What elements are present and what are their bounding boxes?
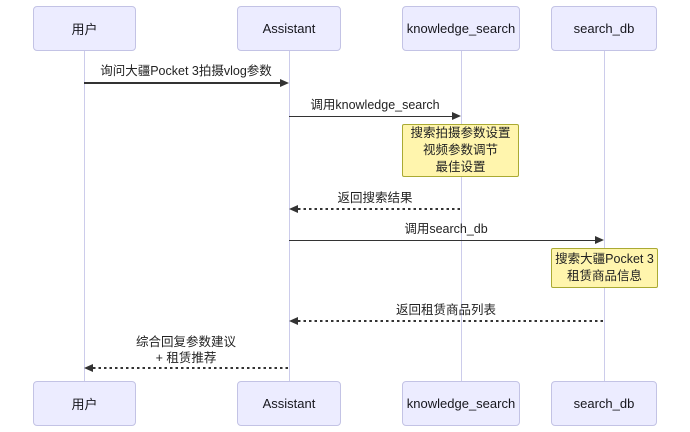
message-line	[289, 239, 595, 241]
message-label-line: + 租赁推荐	[155, 351, 217, 365]
actor-knowledge-search-top: knowledge_search	[402, 6, 520, 51]
message-label: 返回搜索结果	[337, 191, 413, 205]
note-knowledge-search: 搜索拍摄参数设置 视频参数调节 最佳设置	[402, 124, 519, 177]
message-line	[298, 320, 604, 322]
note-search-db: 搜索大疆Pocket 3 租赁商品信息	[551, 248, 658, 288]
actor-search-db-bottom: search_db	[551, 381, 657, 426]
arrow-left-icon	[84, 363, 93, 372]
actor-assistant-bottom: Assistant	[237, 381, 341, 426]
message-label: 调用search_db	[404, 222, 488, 236]
lifeline-knowledge-search	[460, 50, 462, 381]
arrow-right-icon	[280, 78, 289, 87]
actor-search-db-top: search_db	[551, 6, 657, 51]
arrow-right-icon	[595, 236, 604, 244]
lifeline-assistant	[288, 50, 290, 381]
message-line	[84, 82, 281, 84]
message-line	[93, 367, 289, 369]
message-label-line: 综合回复参数建议	[135, 335, 237, 349]
actor-knowledge-search-bottom: knowledge_search	[402, 381, 520, 426]
lifeline-user	[83, 50, 85, 381]
message-line	[298, 208, 461, 210]
note-line: 视频参数调节	[422, 143, 498, 157]
message-label: 综合回复参数建议 + 租赁推荐	[136, 334, 236, 366]
arrow-right-icon	[452, 112, 461, 120]
note-line: 租赁商品信息	[566, 269, 642, 283]
actor-assistant-top: Assistant	[237, 6, 341, 51]
message-line	[289, 115, 453, 117]
message-label: 返回租赁商品列表	[395, 303, 497, 317]
arrow-left-icon	[289, 316, 298, 325]
note-line: 最佳设置	[435, 160, 486, 174]
arrow-left-icon	[289, 204, 298, 213]
message-label: 调用knowledge_search	[310, 98, 440, 112]
note-line: 搜索大疆Pocket 3	[555, 252, 654, 266]
actor-user-top: 用户	[33, 6, 136, 51]
actor-user-bottom: 用户	[33, 381, 136, 426]
note-line: 搜索拍摄参数设置	[410, 126, 511, 140]
message-label: 询问大疆Pocket 3拍摄vlog参数	[100, 64, 272, 78]
lifeline-search-db	[603, 50, 605, 381]
